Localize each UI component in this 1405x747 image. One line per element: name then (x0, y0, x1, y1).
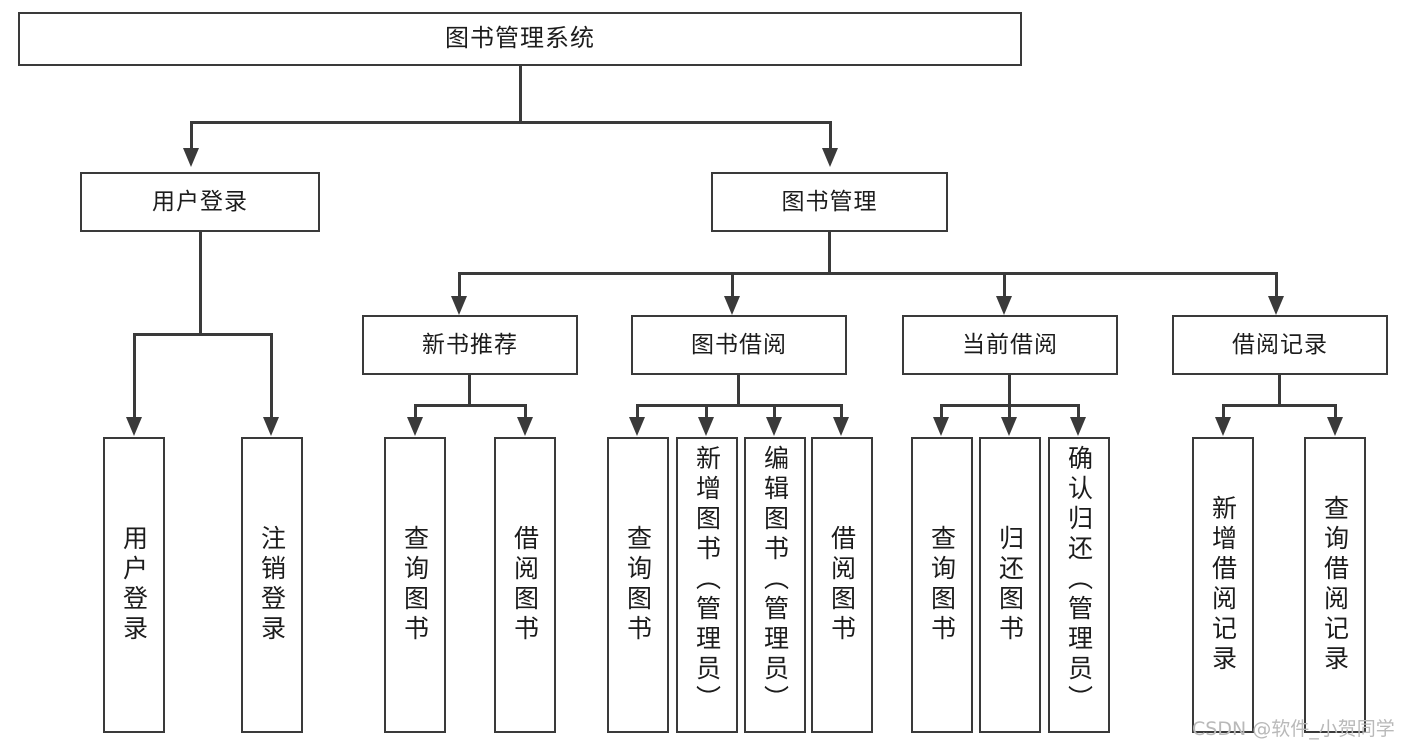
node-leaf-query-borrow-record[interactable]: 查询借阅记录 (1304, 437, 1366, 733)
arrowhead-leaf-add-book (698, 417, 714, 436)
arrowhead-leaf-query-book-1 (407, 417, 423, 436)
arrowhead-user-login (183, 148, 199, 167)
edge-root-stem (519, 66, 522, 123)
node-label: 查询借阅记录 (1320, 495, 1350, 675)
node-leaf-query-book-3[interactable]: 查询图书 (911, 437, 973, 733)
node-label: 借阅记录 (1232, 331, 1328, 358)
edge-book-borrow-stem (737, 375, 740, 406)
edge-new-book-recommend-bar (414, 404, 527, 407)
edge-drop-leaf-query-book-3 (940, 404, 943, 418)
arrowhead-leaf-borrow-book-1 (517, 417, 533, 436)
node-leaf-add-book[interactable]: 新增图书（管理员） (676, 437, 738, 733)
arrowhead-borrow-record (1268, 296, 1284, 315)
edge-drop-leaf-query-book-1 (414, 404, 417, 418)
edge-level1-bar (190, 121, 832, 124)
arrowhead-leaf-query-book-2 (629, 417, 645, 436)
node-label: 查询图书 (400, 525, 430, 645)
arrowhead-book-borrow (724, 296, 740, 315)
arrowhead-leaf-query-borrow-record (1327, 417, 1343, 436)
edge-drop-leaf-query-borrow-record (1334, 404, 1337, 418)
node-book-borrow[interactable]: 图书借阅 (631, 315, 847, 375)
edge-drop-leaf-confirm-return (1077, 404, 1080, 418)
arrowhead-current-borrow (996, 296, 1012, 315)
edge-book-borrow-bar (636, 404, 841, 407)
node-leaf-user-login[interactable]: 用户登录 (103, 437, 165, 733)
edge-drop-current-borrow (1003, 272, 1006, 298)
edge-drop-leaf-add-borrow-record (1222, 404, 1225, 418)
edge-drop-borrow-record (1275, 272, 1278, 298)
node-label: 当前借阅 (962, 331, 1058, 358)
node-leaf-confirm-return[interactable]: 确认归还（管理员） (1048, 437, 1110, 733)
edge-book-management-stem (828, 232, 831, 274)
arrowhead-leaf-query-book-3 (933, 417, 949, 436)
edge-drop-leaf-borrow-book-1 (524, 404, 527, 418)
arrowhead-leaf-borrow-book-2 (833, 417, 849, 436)
arrowhead-leaf-user-login (126, 417, 142, 436)
node-leaf-query-book-1[interactable]: 查询图书 (384, 437, 446, 733)
node-label: 注销登录 (257, 525, 287, 645)
edge-drop-leaf-logout-login (270, 333, 273, 418)
edge-drop-book-borrow (731, 272, 734, 298)
edge-user-login-stem (199, 232, 202, 335)
edge-drop-leaf-edit-book (773, 404, 776, 418)
arrowhead-new-book-recommend (451, 296, 467, 315)
csdn-watermark: CSDN @软件_小贺同学 (1192, 718, 1395, 740)
edge-drop-leaf-user-login (133, 333, 136, 418)
node-label: 查询图书 (927, 525, 957, 645)
node-leaf-logout-login[interactable]: 注销登录 (241, 437, 303, 733)
node-root-system[interactable]: 图书管理系统 (18, 12, 1022, 66)
node-label: 图书借阅 (691, 331, 787, 358)
edge-current-borrow-stem (1008, 375, 1011, 406)
arrowhead-book-management (822, 148, 838, 167)
node-leaf-query-book-2[interactable]: 查询图书 (607, 437, 669, 733)
edge-level2-bar (458, 272, 1278, 275)
node-leaf-borrow-book-2[interactable]: 借阅图书 (811, 437, 873, 733)
edge-drop-new-book-recommend (458, 272, 461, 298)
node-label: 图书管理系统 (445, 24, 595, 53)
arrowhead-leaf-edit-book (766, 417, 782, 436)
edge-drop-leaf-return-book (1008, 404, 1011, 418)
node-label: 借阅图书 (827, 525, 857, 645)
arrowhead-leaf-add-borrow-record (1215, 417, 1231, 436)
edge-borrow-record-bar (1222, 404, 1337, 407)
arrowhead-leaf-confirm-return (1070, 417, 1086, 436)
arrowhead-leaf-logout-login (263, 417, 279, 436)
node-label: 用户登录 (152, 188, 248, 215)
edge-user-login-bar (133, 333, 273, 336)
node-label: 借阅图书 (510, 525, 540, 645)
node-borrow-record[interactable]: 借阅记录 (1172, 315, 1388, 375)
edge-level1-drop-book-management (829, 121, 832, 149)
node-label: 新增图书（管理员） (692, 445, 722, 715)
edge-borrow-record-stem (1278, 375, 1281, 406)
node-label: 查询图书 (623, 525, 653, 645)
node-label: 归还图书 (995, 525, 1025, 645)
edge-level1-drop-user-login (190, 121, 193, 149)
node-new-book-recommend[interactable]: 新书推荐 (362, 315, 578, 375)
node-label: 确认归还（管理员） (1064, 445, 1094, 715)
node-leaf-borrow-book-1[interactable]: 借阅图书 (494, 437, 556, 733)
node-label: 新增借阅记录 (1208, 495, 1238, 675)
edge-drop-leaf-query-book-2 (636, 404, 639, 418)
node-book-management[interactable]: 图书管理 (711, 172, 948, 232)
node-label: 新书推荐 (422, 331, 518, 358)
node-leaf-return-book[interactable]: 归还图书 (979, 437, 1041, 733)
node-current-borrow[interactable]: 当前借阅 (902, 315, 1118, 375)
node-label: 编辑图书（管理员） (760, 445, 790, 715)
node-leaf-edit-book[interactable]: 编辑图书（管理员） (744, 437, 806, 733)
node-user-login[interactable]: 用户登录 (80, 172, 320, 232)
edge-drop-leaf-borrow-book-2 (840, 404, 843, 418)
edge-new-book-recommend-stem (468, 375, 471, 406)
arrowhead-leaf-return-book (1001, 417, 1017, 436)
node-label: 用户登录 (119, 525, 149, 645)
edge-drop-leaf-add-book (705, 404, 708, 418)
node-leaf-add-borrow-record[interactable]: 新增借阅记录 (1192, 437, 1254, 733)
node-label: 图书管理 (781, 188, 878, 215)
